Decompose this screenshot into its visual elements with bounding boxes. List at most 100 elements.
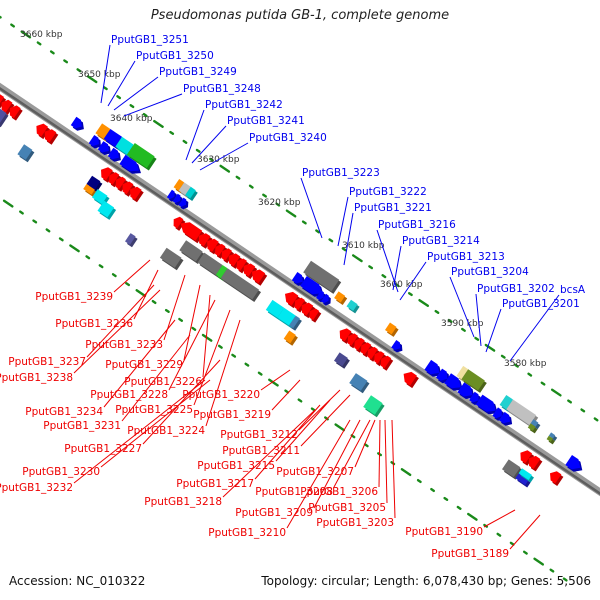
gene-arrow[interactable] [251,269,268,286]
gene-arrow[interactable] [475,394,498,415]
gene-label-reverse[interactable]: PputGB1_3207 [276,466,354,478]
gene-box[interactable] [546,435,555,445]
gene-label-reverse[interactable]: PputGB1_3236 [55,318,133,330]
gene-label-forward[interactable]: PputGB1_3222 [349,186,427,198]
gene-label-reverse[interactable]: PputGB1_3206 [300,486,378,498]
gene-arrow[interactable] [130,186,144,203]
gene-label-reverse[interactable]: PputGB1_3189 [431,548,509,560]
gene-arrow[interactable] [107,147,121,162]
gene-label-forward[interactable]: PputGB1_3251 [111,34,189,46]
gene-arrow[interactable] [457,382,475,399]
gene-label-reverse[interactable]: PputGB1_3219 [193,409,271,421]
gene-box[interactable] [303,260,342,294]
gene-box[interactable] [126,143,157,171]
gene-arrow[interactable] [101,167,115,183]
gene-box[interactable] [385,322,399,337]
gene-label-forward[interactable]: bcsA [560,284,586,296]
gene-box[interactable] [83,184,97,198]
gene-label-reverse[interactable]: PputGB1_3232 [0,482,73,494]
gene-arrow[interactable] [207,238,221,255]
gene-box[interactable] [461,369,487,393]
gene-arrow[interactable] [228,253,243,269]
gene-arrow[interactable] [520,450,535,466]
gene-box[interactable] [289,315,302,331]
gene-label-reverse[interactable]: PputGB1_3233 [85,339,163,351]
gene-label-reverse[interactable]: PputGB1_3231 [43,420,121,432]
gene-arrow[interactable] [36,123,50,140]
gene-box[interactable] [159,247,184,271]
gene-label-reverse[interactable]: PputGB1_3215 [197,460,275,472]
gene-label-reverse[interactable]: PputGB1_3208 [255,486,333,498]
gene-arrow[interactable] [173,216,186,231]
gene-box[interactable] [334,291,348,305]
gene-box[interactable] [334,352,350,369]
gene-label-forward[interactable]: PputGB1_3216 [378,219,456,231]
gene-arrow[interactable] [119,154,141,174]
gene-arrow[interactable] [300,276,324,297]
gene-box[interactable] [349,373,370,394]
gene-label-forward[interactable]: PputGB1_3248 [183,83,261,95]
gene-label-reverse[interactable]: PputGB1_3228 [90,389,168,401]
gene-box[interactable] [283,330,298,346]
gene-label-forward[interactable]: PputGB1_3201 [502,298,580,310]
gene-arrow[interactable] [178,197,189,210]
gene-arrow[interactable] [528,455,543,472]
gene-box[interactable] [125,233,138,248]
gene-arrow[interactable] [321,293,331,306]
gene-box[interactable] [178,182,193,198]
gene-arrow[interactable] [301,302,316,319]
gene-arrow[interactable] [243,263,258,280]
gene-label-reverse[interactable]: PputGB1_3226 [124,376,202,388]
gene-box[interactable] [346,299,360,314]
gene-arrow[interactable] [499,411,513,426]
gene-label-reverse[interactable]: PputGB1_3237 [8,356,86,368]
gene-label-forward[interactable]: PputGB1_3204 [451,266,529,278]
gene-label-forward[interactable]: PputGB1_3250 [136,50,214,62]
gene-arrow[interactable] [309,308,322,323]
gene-arrow[interactable] [122,181,136,197]
gene-arrow[interactable] [285,291,301,309]
gene-box[interactable] [179,240,205,264]
gene-arrow[interactable] [403,371,419,389]
gene-label-forward[interactable]: PputGB1_3240 [249,132,327,144]
gene-label-reverse[interactable]: PputGB1_3205 [308,502,386,514]
gene-label-forward[interactable]: PputGB1_3221 [354,202,432,214]
gene-label-forward[interactable]: PputGB1_3223 [302,167,380,179]
gene-box[interactable] [220,268,261,302]
gene-arrow[interactable] [391,340,403,353]
gene-box[interactable] [363,395,385,418]
gene-label-reverse[interactable]: PputGB1_3220 [182,389,260,401]
gene-box[interactable] [530,419,541,430]
gene-arrow[interactable] [1,99,15,115]
gene-box[interactable] [97,200,117,220]
gene-box[interactable] [499,395,515,412]
gene-label-reverse[interactable]: PputGB1_3239 [35,291,113,303]
gene-label-reverse[interactable]: PputGB1_3211 [222,445,300,457]
gene-arrow[interactable] [424,359,442,377]
gene-arrow[interactable] [444,373,463,391]
gene-box[interactable] [527,423,538,434]
gene-box[interactable] [0,104,9,128]
gene-arrow[interactable] [9,105,23,121]
gene-arrow[interactable] [565,455,583,472]
gene-box[interactable] [518,468,534,483]
gene-label-reverse[interactable]: PputGB1_3230 [22,466,100,478]
gene-label-forward[interactable]: PputGB1_3202 [477,283,555,295]
gene-label-forward[interactable]: PputGB1_3214 [402,235,480,247]
gene-arrow[interactable] [70,116,84,131]
gene-box[interactable] [515,473,531,488]
gene-arrow[interactable] [550,471,564,486]
gene-label-reverse[interactable]: PputGB1_3234 [25,406,103,418]
gene-label-reverse[interactable]: PputGB1_3210 [208,527,286,539]
gene-label-reverse[interactable]: PputGB1_3203 [316,517,394,529]
gene-label-forward[interactable]: PputGB1_3242 [205,99,283,111]
gene-arrow[interactable] [44,129,59,145]
gene-label-forward[interactable]: PputGB1_3249 [159,66,237,78]
gene-arrow[interactable] [180,222,205,244]
gene-label-reverse[interactable]: PputGB1_3225 [115,404,193,416]
gene-arrow[interactable] [380,355,394,371]
gene-arrow[interactable] [88,135,101,149]
gene-label-reverse[interactable]: PputGB1_3217 [176,478,254,490]
gene-label-reverse[interactable]: PputGB1_3238 [0,372,73,384]
gene-label-forward[interactable]: PputGB1_3213 [427,251,505,263]
